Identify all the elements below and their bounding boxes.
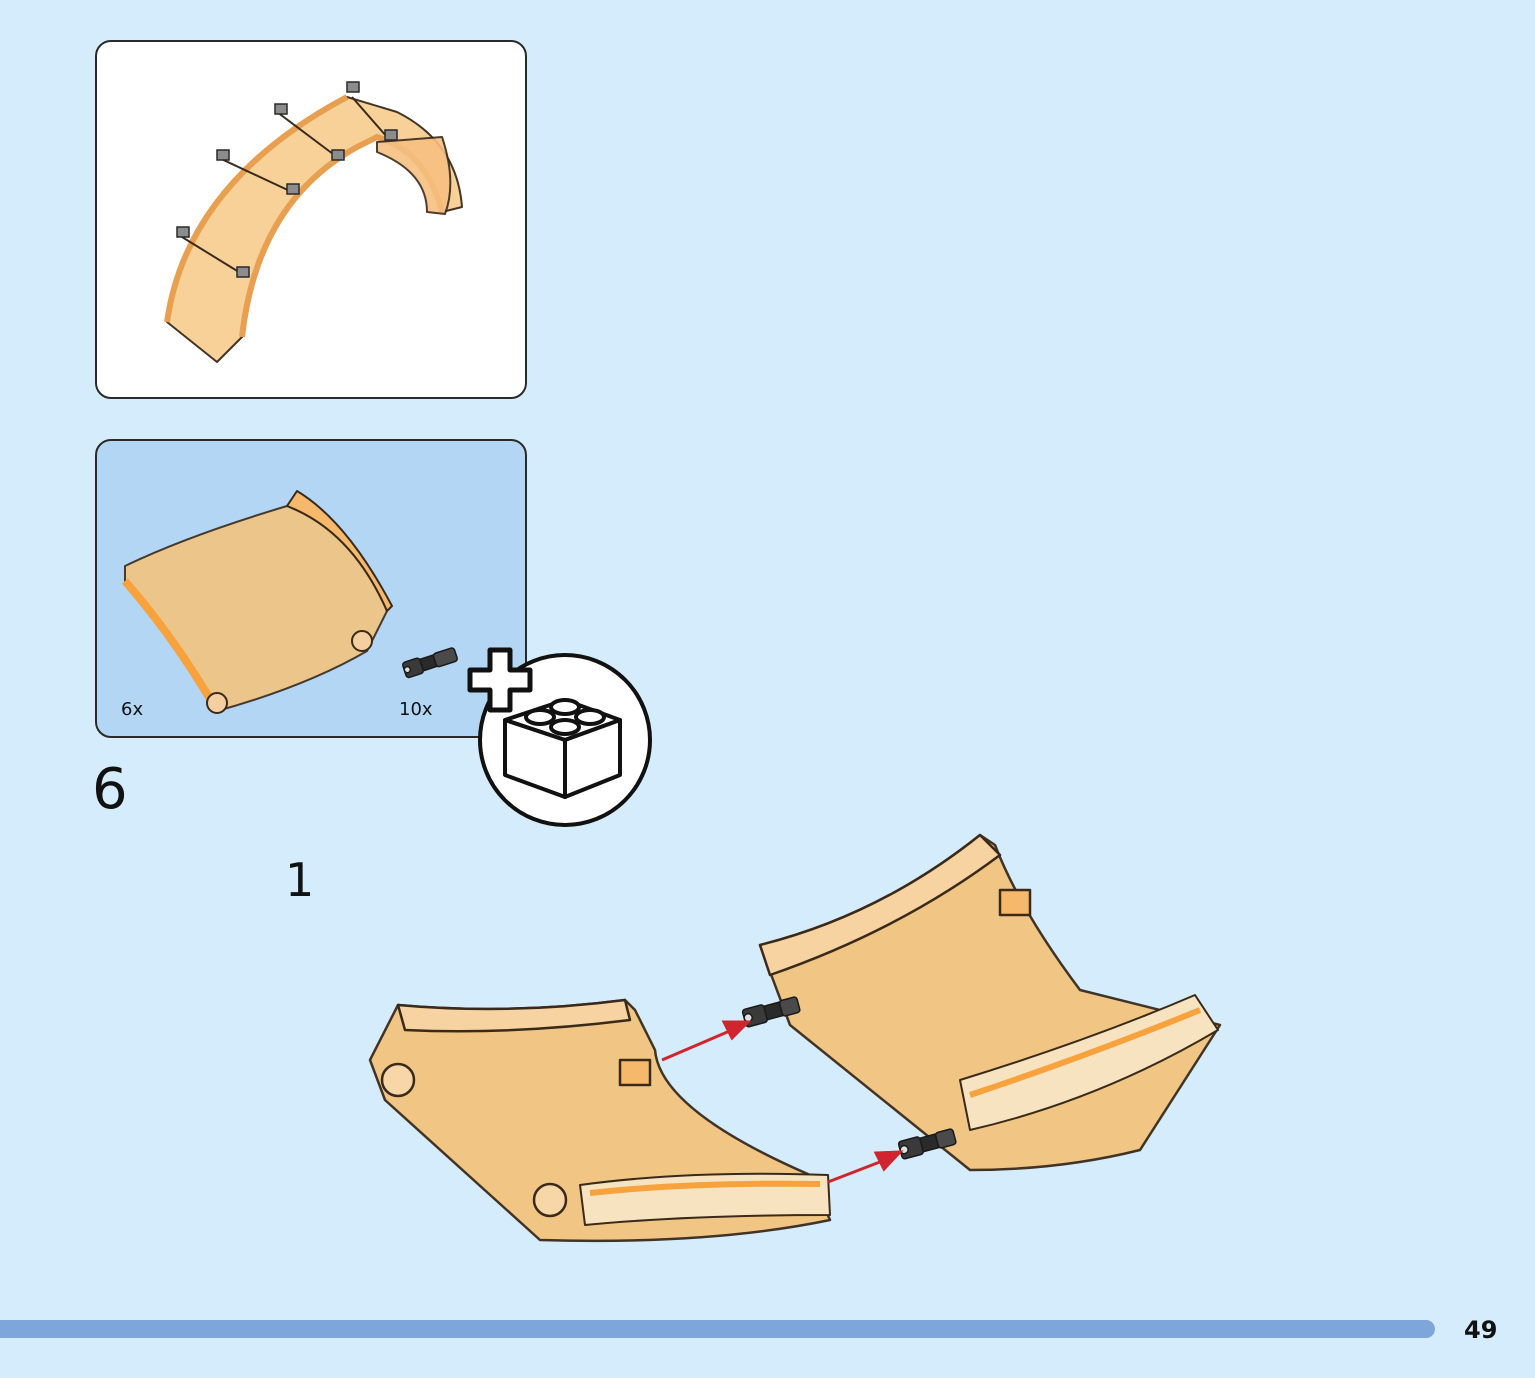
assembly-preview-panel [95, 40, 527, 399]
page-number: 49 [1464, 1316, 1498, 1344]
parts-list-panel: 6x 10x [95, 439, 527, 738]
build-multiple-badge-icon [467, 647, 652, 827]
step-number: 6 [92, 757, 128, 822]
step-assembly-illustration [368, 833, 1222, 1243]
arch-assembly-illustration [164, 81, 463, 363]
curved-panel-piece-icon [121, 490, 393, 714]
footer-progress-bar [0, 1320, 1435, 1338]
part-count-connector-pin: 10x [399, 699, 433, 720]
part-count-curved-panel: 6x [121, 699, 144, 720]
substep-number: 1 [285, 853, 315, 907]
connector-pin-icon [402, 647, 458, 679]
